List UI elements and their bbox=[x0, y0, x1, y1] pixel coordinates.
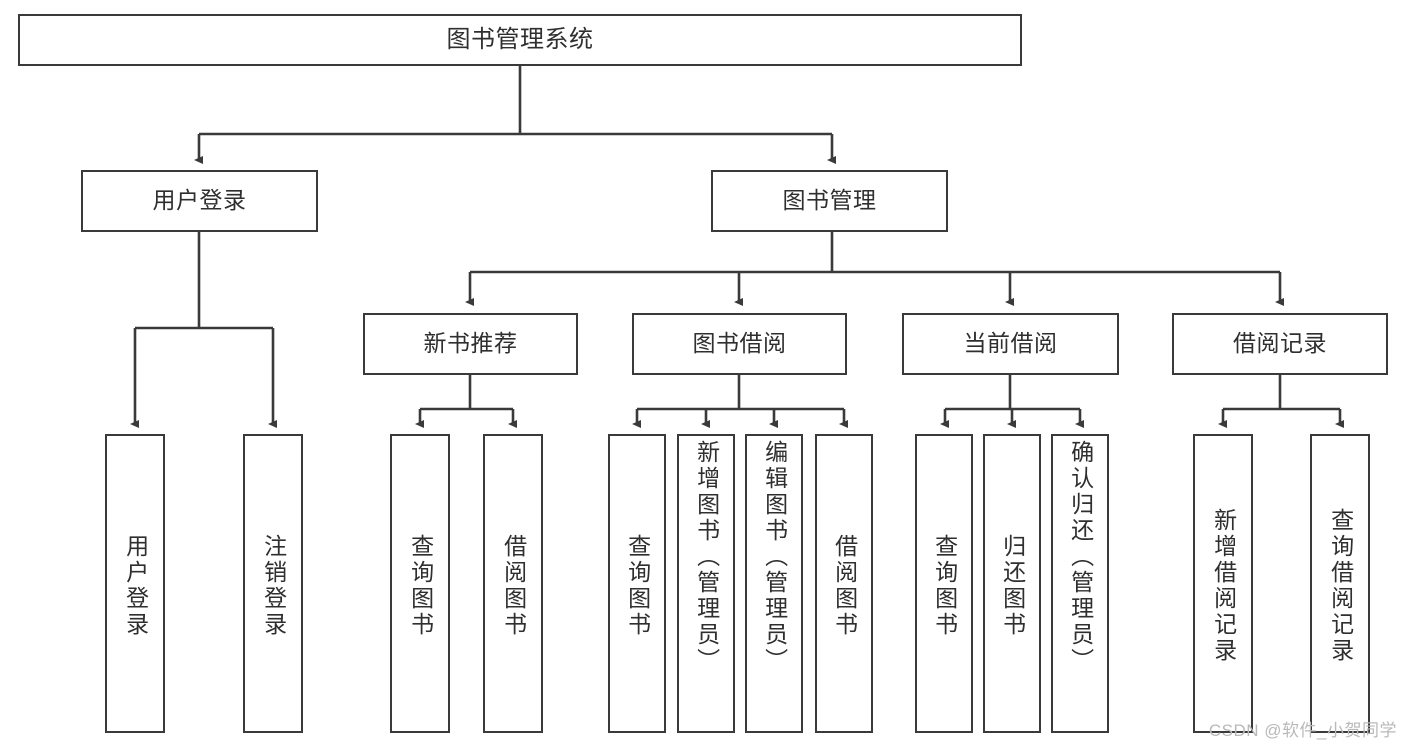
node-user-login-label: 用户登录 bbox=[152, 187, 247, 214]
leaf-borrow-book-1-label: 借阅图书 bbox=[500, 533, 527, 638]
leaf-borrow-book-1[interactable]: 借阅图书 bbox=[483, 434, 543, 733]
node-book-borrow-label: 图书借阅 bbox=[692, 330, 787, 357]
leaf-user-login-label: 用户登录 bbox=[122, 533, 149, 638]
leaf-add-borrow-record-label: 新增借阅记录 bbox=[1210, 507, 1237, 664]
leaf-add-borrow-record[interactable]: 新增借阅记录 bbox=[1193, 434, 1253, 733]
leaf-query-book-1-label: 查询图书 bbox=[407, 533, 434, 638]
node-current-borrow-label: 当前借阅 bbox=[963, 330, 1058, 357]
node-current-borrow[interactable]: 当前借阅 bbox=[902, 313, 1119, 375]
leaf-user-logout-label: 注销登录 bbox=[260, 533, 287, 638]
leaf-edit-book[interactable]: 编辑图书（管理员） bbox=[745, 434, 803, 733]
leaf-borrow-book-2-label: 借阅图书 bbox=[831, 533, 858, 638]
node-user-login[interactable]: 用户登录 bbox=[81, 170, 318, 232]
node-borrow-record-label: 借阅记录 bbox=[1233, 330, 1327, 357]
node-book-borrow[interactable]: 图书借阅 bbox=[632, 313, 847, 375]
leaf-confirm-return[interactable]: 确认归还（管理员） bbox=[1051, 434, 1109, 733]
node-book-manage[interactable]: 图书管理 bbox=[711, 170, 948, 232]
node-root[interactable]: 图书管理系统 bbox=[18, 14, 1022, 66]
node-root-label: 图书管理系统 bbox=[446, 25, 594, 53]
leaf-query-book-3[interactable]: 查询图书 bbox=[915, 434, 973, 733]
watermark: CSDN @软件_小贺同学 bbox=[1208, 721, 1397, 740]
leaf-query-borrow-record-label: 查询借阅记录 bbox=[1327, 507, 1354, 664]
node-borrow-record[interactable]: 借阅记录 bbox=[1172, 313, 1388, 375]
leaf-add-book-label: 新增图书（管理员） bbox=[693, 440, 720, 674]
leaf-user-login[interactable]: 用户登录 bbox=[105, 434, 165, 733]
node-new-book-recommend-label: 新书推荐 bbox=[423, 330, 518, 357]
node-new-book-recommend[interactable]: 新书推荐 bbox=[363, 313, 578, 375]
leaf-user-logout[interactable]: 注销登录 bbox=[243, 434, 303, 733]
leaf-query-book-2-label: 查询图书 bbox=[624, 533, 651, 638]
node-book-manage-label: 图书管理 bbox=[782, 187, 877, 214]
leaf-edit-book-label: 编辑图书（管理员） bbox=[761, 440, 788, 674]
leaf-return-book-label: 归还图书 bbox=[999, 533, 1026, 638]
leaf-confirm-return-label: 确认归还（管理员） bbox=[1067, 440, 1094, 674]
leaf-borrow-book-2[interactable]: 借阅图书 bbox=[815, 434, 873, 733]
leaf-query-book-3-label: 查询图书 bbox=[931, 533, 958, 638]
leaf-query-borrow-record[interactable]: 查询借阅记录 bbox=[1310, 434, 1370, 733]
leaf-return-book[interactable]: 归还图书 bbox=[983, 434, 1041, 733]
leaf-query-book-2[interactable]: 查询图书 bbox=[608, 434, 666, 733]
leaf-query-book-1[interactable]: 查询图书 bbox=[390, 434, 450, 733]
leaf-add-book[interactable]: 新增图书（管理员） bbox=[677, 434, 735, 733]
